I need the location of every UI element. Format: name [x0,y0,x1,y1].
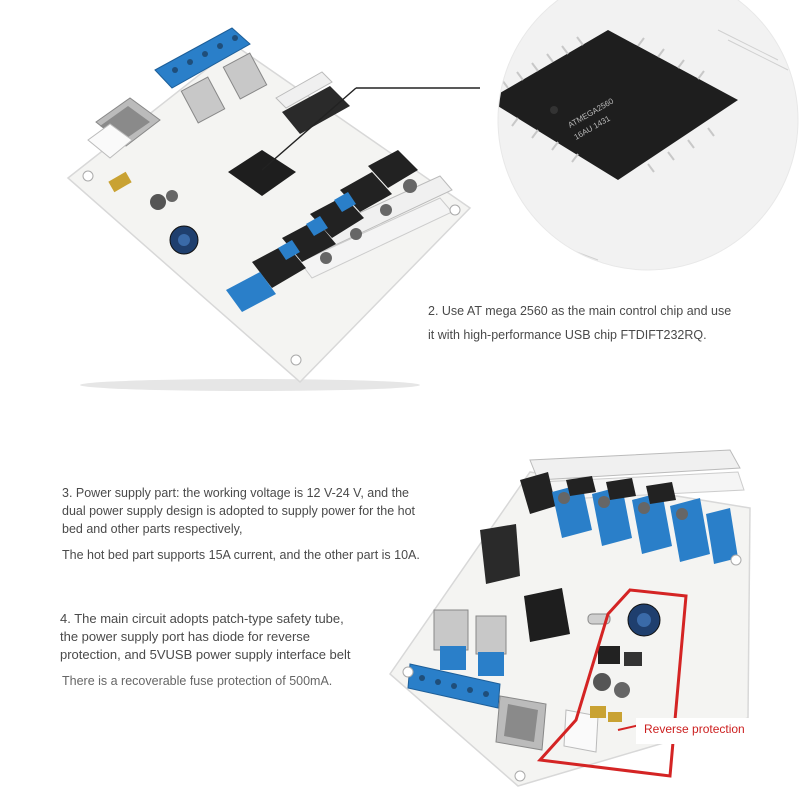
main-circuit-paragraph: 4. The main circuit adopts patch-type sa… [60,610,400,664]
power-line-1: 3. Power supply part: the working voltag… [62,486,409,500]
circuit-line-1: 4. The main circuit adopts patch-type sa… [60,611,344,626]
chip-caption-line-1: 2. Use AT mega 2560 as the main control … [428,304,732,318]
chip-caption-line-2: it with high-performance USB chip FTDIFT… [428,328,707,342]
bottom-board-photo [370,420,800,800]
reverse-protection-label-box: Reverse protection [636,718,776,744]
reverse-protection-label: Reverse protection [644,722,745,736]
chip-caption: 2. Use AT mega 2560 as the main control … [428,302,788,344]
circuit-line-2: the power supply port has diode for reve… [60,629,311,644]
hotbed-note: The hot bed part supports 15A current, a… [62,548,420,562]
fuse-note: There is a recoverable fuse protection o… [62,674,333,688]
circuit-line-3: protection, and 5VUSB power supply inter… [60,647,351,662]
power-supply-paragraph: 3. Power supply part: the working voltag… [62,484,442,538]
power-line-2: dual power supply design is adopted to s… [62,504,416,518]
chip-zoom-circle: ATMEGA2560 16AU 1431 [478,0,800,280]
power-line-3: bed and other parts respectively, [62,522,243,536]
top-board-photo [0,0,480,400]
